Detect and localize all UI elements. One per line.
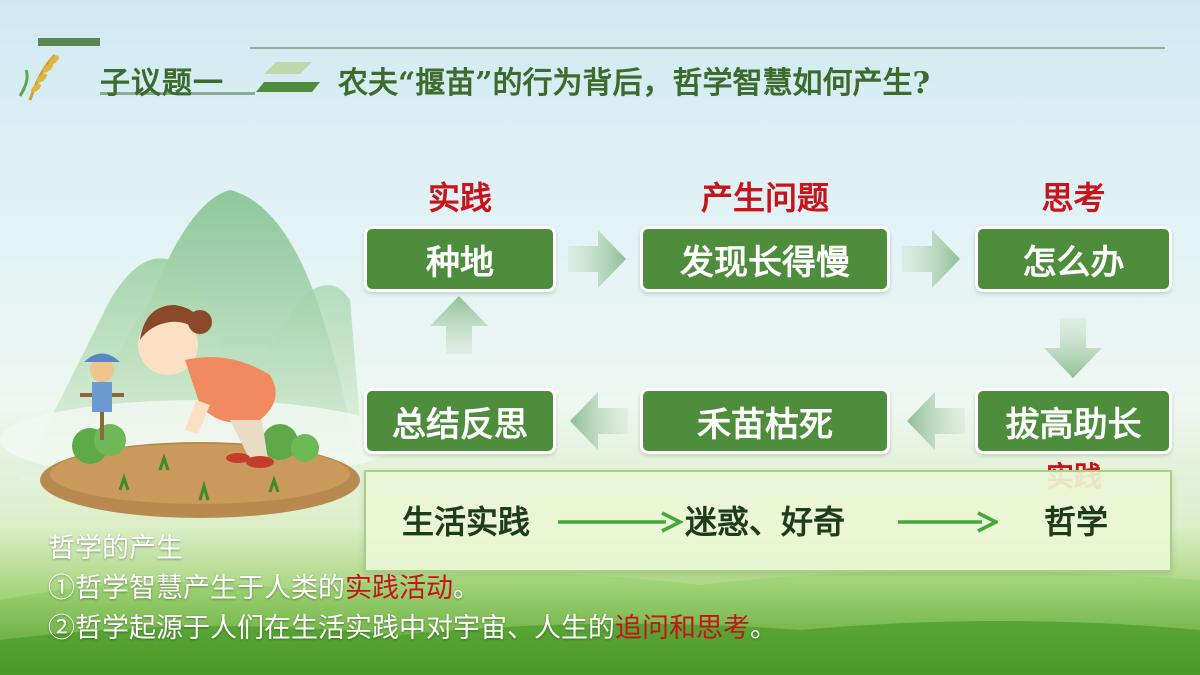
conclusion-line-2: ②哲学起源于人们在生活实践中对宇宙、人生的追问和思考。 bbox=[48, 610, 777, 648]
node-farming: 种地 bbox=[364, 226, 556, 292]
node-seedlings-die: 禾苗枯死 bbox=[640, 388, 890, 454]
conclusion-line-1-end: 。 bbox=[453, 573, 480, 604]
arrow-right-icon bbox=[902, 230, 960, 288]
wheat-icon bbox=[14, 50, 68, 106]
stage-label-thinking: 思考 bbox=[1041, 179, 1106, 217]
subtopic-question: 农夫“揠苗”的行为背后，哲学智慧如何产生? bbox=[338, 66, 931, 101]
summary-box: 生活实践 迷惑、好奇 哲学 bbox=[364, 470, 1172, 572]
conclusion-line-2-emphasis: 追问和思考 bbox=[615, 613, 750, 644]
arrow-left-icon bbox=[570, 392, 628, 450]
subtopic-label: 子议题一 bbox=[100, 66, 224, 101]
arrow-up-icon bbox=[430, 296, 488, 354]
summary-philosophy: 哲学 bbox=[1043, 503, 1108, 541]
arrow-down-icon bbox=[1044, 318, 1102, 378]
node-what-to-do: 怎么办 bbox=[975, 226, 1172, 292]
node-growing-slow: 发现长得慢 bbox=[640, 226, 890, 292]
arrow-right-icon bbox=[568, 230, 626, 288]
conclusion-line-1-text: ①哲学智慧产生于人类的 bbox=[48, 573, 345, 604]
node-pull-up: 拔高助长 bbox=[975, 388, 1172, 454]
stage-label-practice: 实践 bbox=[427, 179, 492, 217]
summary-confusion-curiosity: 迷惑、好奇 bbox=[684, 503, 845, 541]
arrow-right-icon bbox=[558, 511, 683, 533]
node-reflection: 总结反思 bbox=[364, 388, 556, 454]
summary-life-practice: 生活实践 bbox=[401, 503, 530, 541]
conclusion-heading: 哲学的产生 bbox=[48, 533, 183, 564]
stage-label-problem: 产生问题 bbox=[700, 179, 829, 217]
conclusion-line-1-emphasis: 实践活动 bbox=[345, 573, 453, 604]
arrow-right-icon bbox=[898, 511, 998, 533]
conclusion-line-1: ①哲学智慧产生于人类的实践活动。 bbox=[48, 570, 480, 608]
arrow-left-icon bbox=[907, 392, 965, 450]
conclusion-line-2-text: ②哲学起源于人们在生活实践中对宇宙、人生的 bbox=[48, 613, 615, 644]
conclusion-line-2-end: 。 bbox=[750, 613, 777, 644]
